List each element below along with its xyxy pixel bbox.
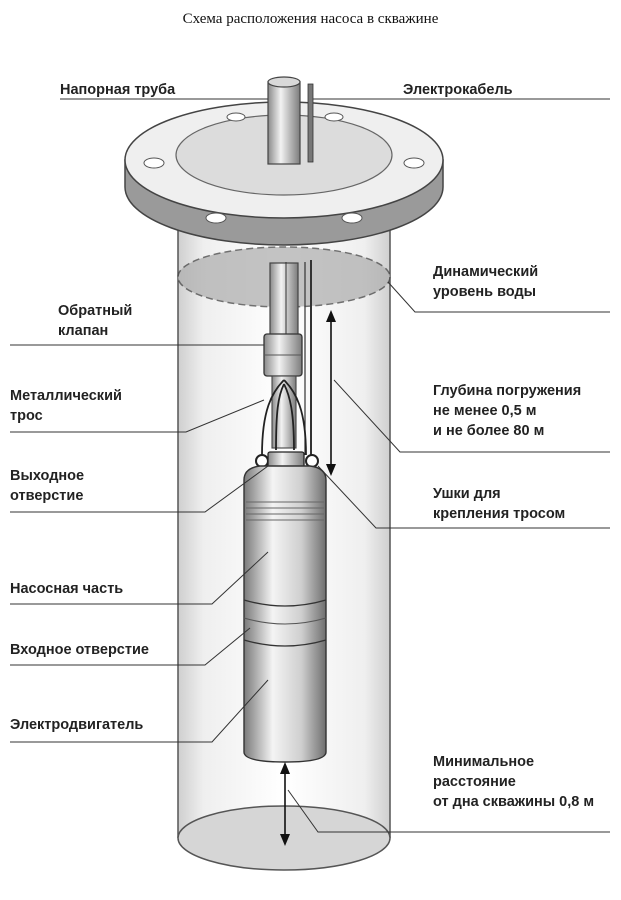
leader-outlet	[10, 465, 269, 513]
leader-pump-section	[10, 551, 269, 605]
bolt-hole	[143, 157, 165, 169]
label-min-bottom-distance: Минимальное расстояние от дна скважины 0…	[433, 754, 595, 810]
check-valve	[263, 333, 303, 377]
pump-body	[243, 465, 327, 763]
bottom-distance-arrow	[280, 762, 290, 846]
label-power-cable: Электрокабель	[403, 82, 513, 98]
power-cable-top	[307, 83, 314, 163]
leader-lugs	[317, 465, 610, 529]
leader-bottom-distance	[287, 789, 610, 833]
label-check-valve: Обратный клапан	[58, 303, 133, 339]
leader-water-level	[387, 281, 610, 313]
pressure-pipe	[269, 262, 299, 336]
immersion-depth-arrow	[326, 310, 336, 476]
pressure-pipe-top	[267, 76, 301, 165]
label-immersion-depth: Глубина погружения не менее 0,5 м и не б…	[433, 383, 582, 439]
leader-inlet	[10, 627, 251, 666]
label-metal-cable: Металлический трос	[10, 388, 122, 424]
label-pump-section: Насосная часть	[10, 581, 124, 597]
power-cable	[285, 260, 312, 455]
bolt-hole	[226, 112, 246, 122]
bolt-hole	[324, 112, 344, 122]
cable-lugs	[255, 454, 319, 468]
label-electric-motor: Электродвигатель	[10, 717, 144, 733]
leader-immersion-depth	[333, 379, 610, 453]
bolt-hole	[205, 212, 227, 224]
leader-motor	[10, 679, 269, 743]
bolt-hole	[341, 212, 363, 224]
leader-metal-cable	[10, 399, 265, 433]
leader-lines	[10, 98, 610, 833]
bolt-hole	[403, 157, 425, 169]
label-outlet: Выходное отверстие	[10, 468, 85, 504]
label-dynamic-water-level: Динамический уровень воды	[433, 264, 539, 300]
label-cable-lugs: Ушки для крепления тросом	[433, 486, 566, 522]
label-pressure-pipe: Напорная труба	[60, 82, 176, 98]
label-inlet: Входное отверстие	[10, 642, 149, 658]
diagram-title: Схема расположения насоса в скважине	[182, 11, 439, 27]
metal-cable	[261, 379, 307, 456]
